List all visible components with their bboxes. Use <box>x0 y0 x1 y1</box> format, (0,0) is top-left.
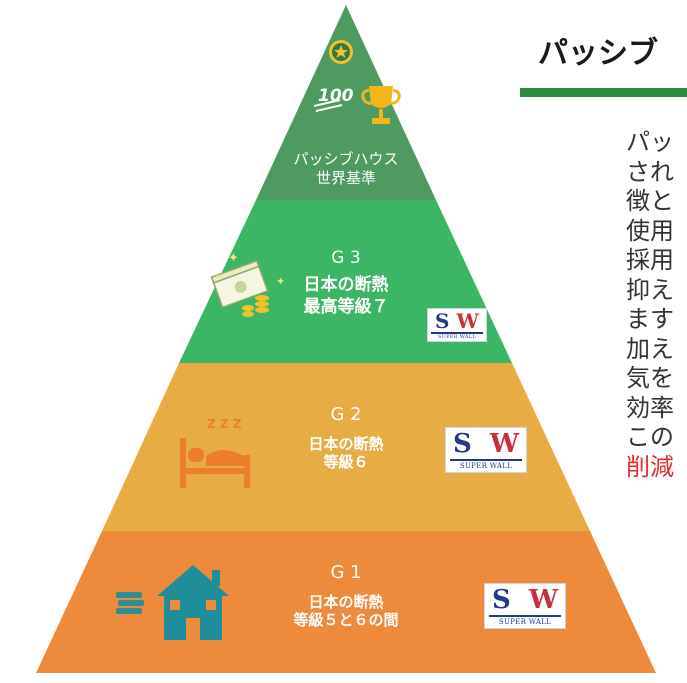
g2-line1: 日本の断熱 <box>308 434 384 453</box>
g1-grade: G 1 <box>330 562 362 583</box>
logo-s: S <box>435 309 450 333</box>
hundred-points-icon: 100 <box>313 86 354 112</box>
tier-top <box>256 5 436 200</box>
money-stack-icon: ✦ ✦ ✦ <box>210 251 285 317</box>
body-line: パッ <box>626 128 674 156</box>
svg-text:Z Z Z: Z Z Z <box>207 417 242 431</box>
star-medal-icon <box>329 40 353 64</box>
trophy-icon <box>361 86 401 124</box>
logo-sub: SUPER WALL <box>459 462 513 470</box>
article-body: パッ され 徴と 使用 採用 抑え ます 加え 気を 効率 この 削減 <box>626 128 674 482</box>
body-line: 採用 <box>626 246 674 274</box>
g1-tier-label: G 1 日本の断熱 等級５と６の間 <box>263 562 429 630</box>
g1-line1: 日本の断熱 <box>308 592 384 611</box>
super-wall-logo-g3: S W SUPER WALL <box>427 308 487 342</box>
top-tier-line1: パッシブハウス <box>293 150 399 168</box>
top-tier-label: パッシブハウス 世界基準 <box>266 150 426 188</box>
body-line: 効率 <box>626 393 674 422</box>
logo-w: W <box>456 309 479 333</box>
body-line: 抑え <box>626 275 674 304</box>
g3-grade: G 3 <box>331 248 361 268</box>
logo-sub: SUPER WALL <box>498 618 552 626</box>
g3-tier-label: G 3 日本の断熱 最高等級７ <box>286 248 406 318</box>
g2-line2: 等級６ <box>323 453 369 472</box>
body-line: 加え <box>626 334 674 363</box>
logo-w: W <box>489 429 520 459</box>
super-wall-logo-g1: S W SUPER WALL <box>484 583 566 629</box>
body-line: ます <box>626 305 674 333</box>
logo-s: S <box>491 585 511 615</box>
body-line: 気を <box>626 364 674 392</box>
body-line: この <box>626 423 674 451</box>
super-wall-logo-g2: S W SUPER WALL <box>445 427 527 473</box>
svg-text:100: 100 <box>318 86 354 106</box>
g2-grade: G 2 <box>330 404 362 425</box>
bed-sleep-icon: Z Z Z <box>180 417 250 488</box>
g1-line2: 等級５と６の間 <box>293 611 399 630</box>
logo-w: W <box>528 585 559 615</box>
tier-g2 <box>102 363 590 531</box>
body-line: され <box>626 157 674 186</box>
article-heading: パッシブ <box>538 36 658 71</box>
svg-text:✦: ✦ <box>214 273 222 283</box>
top-tier-line2: 世界基準 <box>315 168 376 187</box>
body-line: 使用 <box>626 216 674 245</box>
g3-line2: 最高等級７ <box>303 296 389 317</box>
svg-text:✦: ✦ <box>228 251 239 266</box>
body-line: 徴と <box>626 187 674 215</box>
svg-text:✦: ✦ <box>276 275 285 288</box>
logo-sub: SUPER WALL <box>437 334 477 340</box>
heading-underline <box>520 88 687 97</box>
logo-s: S <box>452 429 472 459</box>
g3-line1: 日本の断熱 <box>303 275 389 296</box>
body-line-highlight: 削減 <box>626 452 674 481</box>
house-books-icon <box>116 565 229 640</box>
g2-tier-label: G 2 日本の断熱 等級６ <box>279 404 413 472</box>
